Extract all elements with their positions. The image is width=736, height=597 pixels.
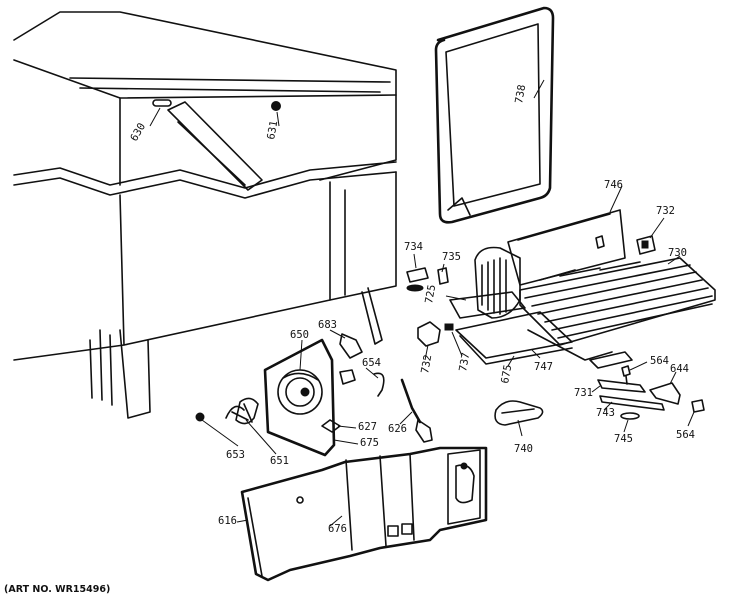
label-735: 735: [442, 251, 461, 263]
label-631: 631: [265, 120, 280, 141]
art-number: (ART NO. WR15496): [4, 584, 110, 595]
clip-735: [437, 267, 449, 285]
harness-627: [321, 419, 341, 433]
label-731: 731: [574, 387, 593, 399]
label-651: 651: [270, 455, 289, 467]
label-564-lower: 564: [676, 429, 695, 441]
leader-lines: [149, 79, 695, 527]
label-747: 747: [534, 361, 553, 373]
label-732-right: 732: [656, 205, 675, 217]
label-654: 654: [362, 357, 381, 369]
cabinet: [13, 11, 397, 419]
label-650: 650: [290, 329, 309, 341]
bracket-732-right: [636, 235, 656, 255]
label-734: 734: [404, 241, 423, 253]
wire-harness-626: [400, 378, 433, 443]
bracket-732-left: [417, 321, 441, 347]
label-616: 616: [218, 515, 237, 527]
drain-trough-630: [152, 99, 172, 107]
screw-564-upper: [621, 365, 631, 385]
label-626: 626: [388, 423, 407, 435]
bracket-683: [339, 333, 363, 359]
label-745: 745: [614, 433, 633, 445]
label-653: 653: [226, 449, 245, 461]
label-743: 743: [596, 407, 615, 419]
label-564-upper: 564: [650, 355, 669, 367]
drain-pan-747: [455, 311, 573, 365]
bracket-743: [599, 395, 665, 411]
label-725: 725: [423, 284, 438, 305]
clip-731: [597, 379, 646, 393]
label-675-top: 675: [499, 364, 514, 385]
heater-740: [494, 400, 544, 426]
label-675-bottom: 675: [360, 437, 379, 449]
fan-blade-651: [225, 397, 259, 425]
label-740: 740: [514, 443, 533, 455]
label-737: 737: [457, 352, 472, 373]
label-738: 738: [513, 84, 528, 105]
label-746: 746: [604, 179, 623, 191]
washer-745: [620, 412, 640, 420]
screw-564-lower: [691, 399, 705, 413]
callout-labels: 630 631 738 746 732 730 734 735 725 650 …: [128, 84, 695, 535]
label-730: 730: [668, 247, 687, 259]
label-644: 644: [670, 363, 689, 375]
spacer-737: [444, 323, 454, 331]
nut-653: [195, 412, 205, 422]
evaporator-730: [519, 257, 716, 369]
evaporator-cover-746: [507, 209, 626, 286]
label-683: 683: [318, 319, 337, 331]
bracket-644: [649, 382, 681, 405]
fan-shroud-725: [449, 246, 526, 319]
access-cover-616: [240, 446, 488, 582]
terminal-block-734: [406, 267, 429, 292]
label-732-left: 732: [419, 354, 434, 375]
thermostat-654: [339, 369, 385, 397]
label-630: 630: [128, 121, 148, 143]
label-676: 676: [328, 523, 347, 535]
label-627: 627: [358, 421, 377, 433]
fan-bracket-650: [263, 338, 336, 457]
drain-plug-631: [271, 101, 281, 111]
door-gasket-738: [434, 6, 555, 224]
